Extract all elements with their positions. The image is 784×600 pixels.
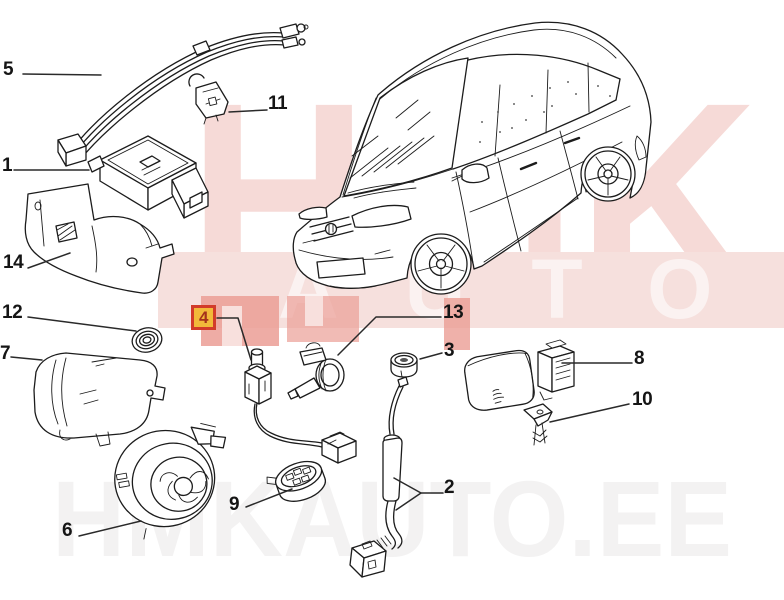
part-label-6[interactable]: 6 [62, 520, 73, 541]
leader-lines [10, 73, 633, 537]
part-drawing-7-cover [33, 352, 166, 447]
part-drawing-4-switch [244, 348, 357, 464]
part-drawing-5-harness [57, 23, 309, 167]
part-drawing-3-button [390, 352, 418, 378]
part-drawing-2-cable [349, 370, 409, 578]
part-label-13[interactable]: 13 [443, 302, 464, 323]
part-drawing-1-control-module [87, 135, 209, 219]
part-label-4-highlighted[interactable]: 4 [191, 305, 216, 330]
part-label-11[interactable]: 11 [268, 93, 288, 114]
part-label-10[interactable]: 10 [632, 389, 653, 410]
part-label-8[interactable]: 8 [634, 348, 645, 369]
part-label-5[interactable]: 5 [3, 59, 14, 80]
part-drawing-13-sensor [287, 342, 345, 400]
watermark-letter-counter [305, 296, 323, 326]
part-label-12[interactable]: 12 [2, 302, 23, 323]
part-label-14[interactable]: 14 [3, 252, 24, 273]
part-drawing-9-connector [266, 460, 327, 502]
car-illustration [292, 21, 652, 295]
part-label-1[interactable]: 1 [2, 155, 13, 176]
part-drawing-10-clip [523, 403, 553, 446]
part-drawing-8-switch [464, 339, 575, 411]
switch-signal-icon [492, 389, 505, 404]
part-drawing-11-clip [188, 73, 229, 125]
part-label-2[interactable]: 2 [444, 477, 455, 498]
speckle-dots [479, 81, 611, 143]
part-label-9[interactable]: 9 [229, 494, 240, 515]
part-label-7[interactable]: 7 [0, 343, 11, 364]
part-drawing-6-siren [114, 423, 227, 540]
part-drawing-12-grommet [131, 327, 163, 353]
part-label-3[interactable]: 3 [444, 340, 455, 361]
part-drawing-14-bracket [24, 183, 175, 294]
watermark-letter-counter [222, 306, 242, 346]
watermark-letter-block [444, 298, 470, 350]
